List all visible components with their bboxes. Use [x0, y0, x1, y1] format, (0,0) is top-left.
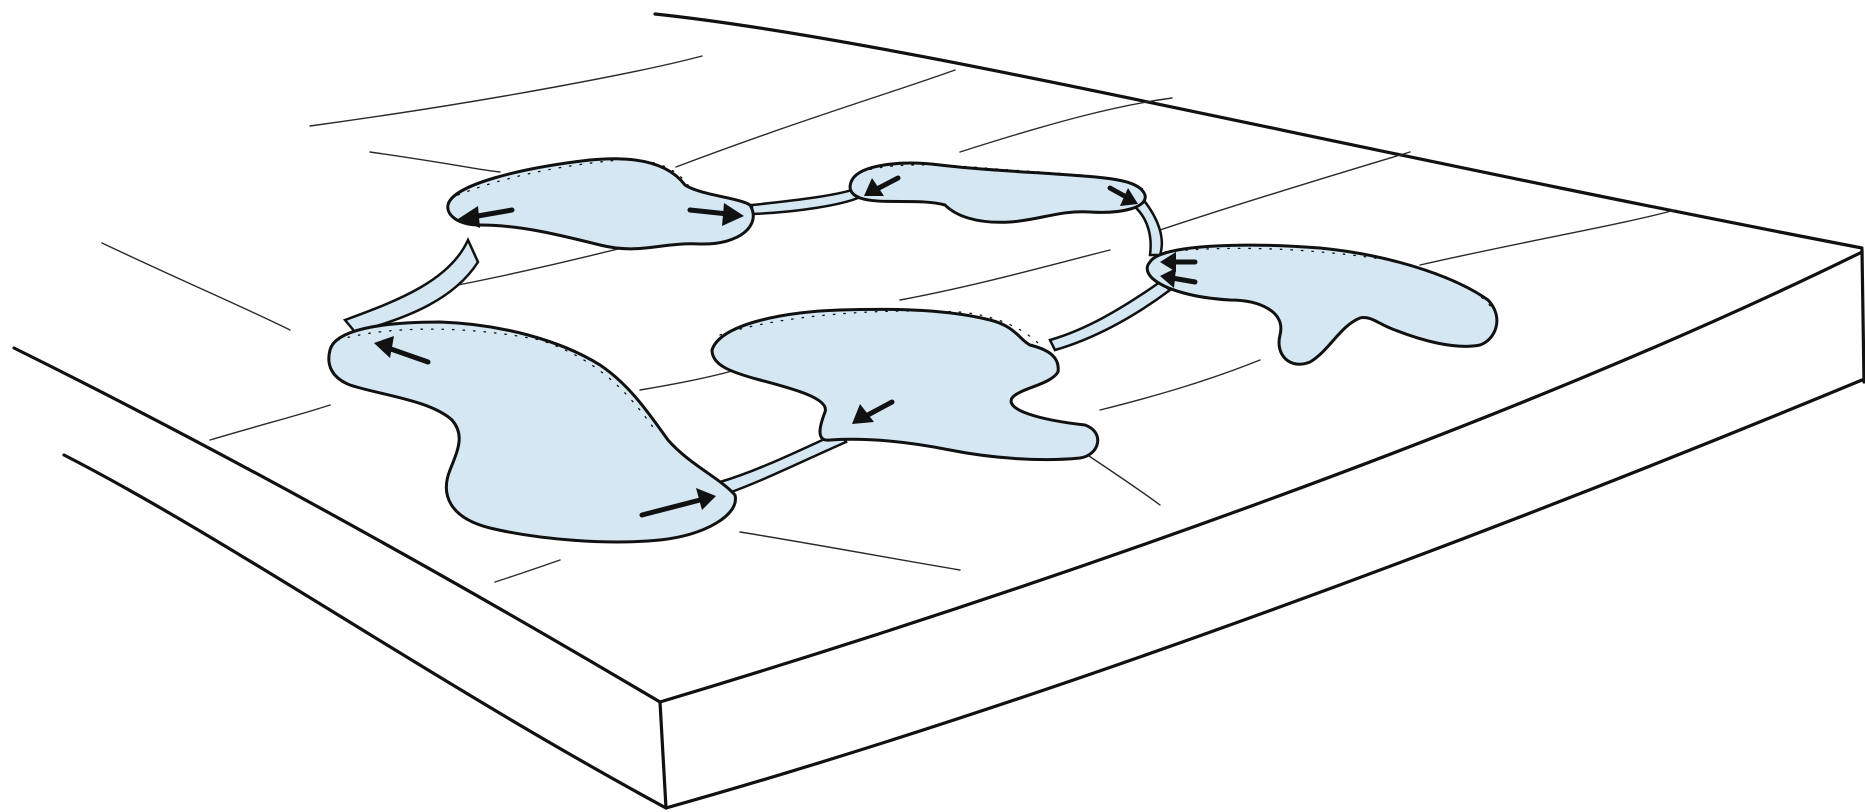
- pond-upper-middle: [850, 163, 1145, 222]
- pond-right: [1147, 245, 1497, 364]
- pond-upper-left: [448, 159, 753, 249]
- block-right-bottom-edge: [666, 380, 1862, 808]
- block-right-corner: [1862, 250, 1864, 382]
- block-front-corner: [660, 702, 666, 808]
- pond-center: [712, 309, 1098, 459]
- ponds: [329, 159, 1497, 542]
- block-top-back-edge: [655, 14, 1862, 248]
